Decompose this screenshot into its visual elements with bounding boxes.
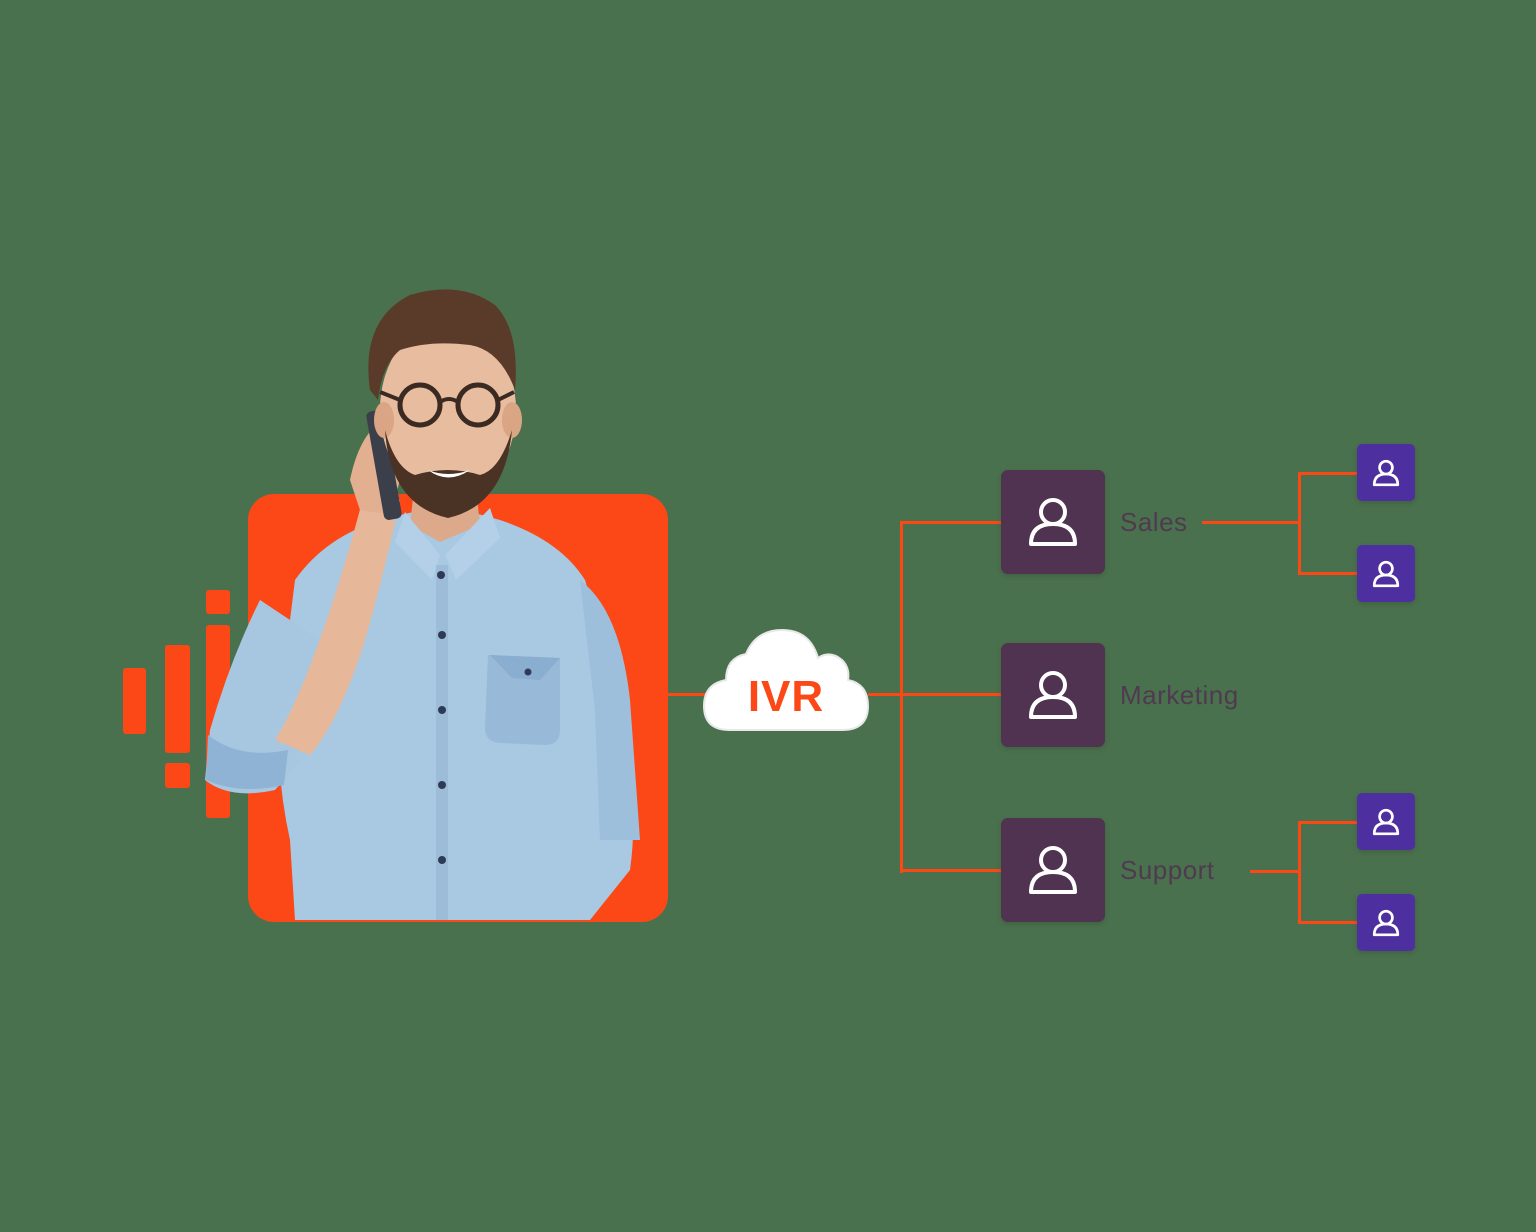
cloud-icon: [702, 628, 870, 731]
department-node-support[interactable]: [1001, 818, 1105, 922]
agent-node-support-2[interactable]: [1357, 894, 1415, 951]
agent-node-support-1[interactable]: [1357, 793, 1415, 850]
user-icon: [1372, 808, 1400, 835]
connector-support-branch: [1298, 821, 1301, 924]
connector-support-agent-2: [1298, 921, 1357, 924]
connector-caller-ivr: [668, 693, 708, 696]
department-label-sales: Sales: [1120, 507, 1188, 537]
connector-sales-agents: [1202, 521, 1300, 524]
department-label-support: Support: [1120, 855, 1215, 885]
user-icon: [1372, 909, 1400, 936]
user-icon: [1372, 560, 1400, 587]
connector-ivr-trunk: [868, 693, 1001, 696]
connector-to-support: [900, 869, 1001, 872]
sound-bar-dot: [165, 763, 190, 788]
connector-sales-branch: [1298, 472, 1301, 575]
sound-bar: [123, 668, 146, 734]
connector-sales-agent-2: [1298, 572, 1357, 575]
connector-sales-agent-1: [1298, 472, 1357, 475]
ivr-node[interactable]: IVR: [700, 622, 872, 738]
department-label-marketing: Marketing: [1120, 680, 1239, 710]
sound-bar-dot: [206, 590, 230, 614]
user-icon: [1372, 459, 1400, 486]
user-icon: [1029, 498, 1077, 546]
department-node-marketing[interactable]: [1001, 643, 1105, 747]
ivr-label: IVR: [747, 672, 825, 721]
user-icon: [1029, 846, 1077, 894]
connector-trunk-vertical: [900, 521, 903, 873]
connector-to-sales: [900, 521, 1001, 524]
connector-support-agents: [1250, 870, 1300, 873]
agent-node-sales-2[interactable]: [1357, 545, 1415, 602]
user-icon: [1029, 671, 1077, 719]
connector-support-agent-1: [1298, 821, 1357, 824]
agent-node-sales-1[interactable]: [1357, 444, 1415, 501]
department-node-sales[interactable]: [1001, 470, 1105, 574]
caller-photo: [205, 289, 640, 920]
sound-bar: [165, 645, 190, 753]
